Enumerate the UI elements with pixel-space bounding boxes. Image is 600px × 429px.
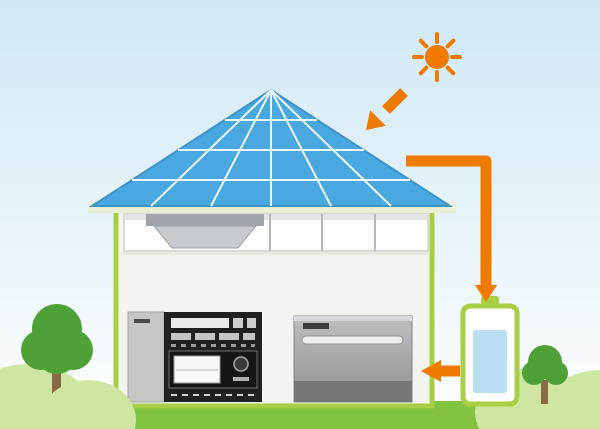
range-hood [146,214,264,249]
dishwasher-top-highlight [294,316,412,321]
kitchen-appliance-stack [127,311,262,403]
appliance-button [233,318,243,328]
bush [40,380,136,429]
dishwasher-handle [303,323,329,329]
arrow-shaft [382,88,408,114]
battery-cell [473,330,507,393]
sun-ray [445,65,456,76]
microwave-button [233,377,249,381]
floor-divider [121,252,429,255]
arrow-head [475,285,497,302]
arrow-shaft [406,155,492,288]
sun-ray [418,65,429,76]
sun-ray [445,38,456,49]
tree-trunk [52,366,61,404]
cabinet-panel [127,311,165,403]
panel-grid-line [210,89,272,207]
battery-to-appliances-arrow-icon [421,360,460,382]
appliance-display [171,318,229,328]
tree-trunk [541,380,548,404]
sun-core [425,45,449,69]
solar-panel-roof [88,88,454,207]
microwave-knob [233,356,249,372]
sun-ray [418,38,429,49]
panel-grid [132,89,410,207]
dishwasher-slot [301,335,404,345]
appliance-button [247,318,256,328]
tree-foliage [522,345,568,385]
left-greenery [0,304,136,429]
window-top-shade [124,214,428,220]
tree-foliage-lobe [522,361,546,385]
range-hood-body [152,225,258,249]
tree-foliage-lobe [544,361,568,385]
cabinet-handle [134,319,150,323]
dishwasher-kickplate [294,381,412,402]
bush [542,370,600,429]
arrow-head [366,110,386,130]
roof-eave [88,202,456,213]
roof-to-battery-arrow-icon [406,155,497,302]
arrow-head [421,360,441,382]
storage-battery [460,296,520,407]
tree-foliage-lobe [35,330,79,374]
range-hood-top [146,214,264,226]
panel-grid-line [270,89,332,207]
sun-icon [412,32,462,82]
dishwasher [293,315,413,403]
panel-grid-line [270,89,392,207]
tree-foliage [21,304,93,374]
sunlight-to-roof-arrow-icon [366,88,408,130]
panel-grid-line [150,89,272,207]
